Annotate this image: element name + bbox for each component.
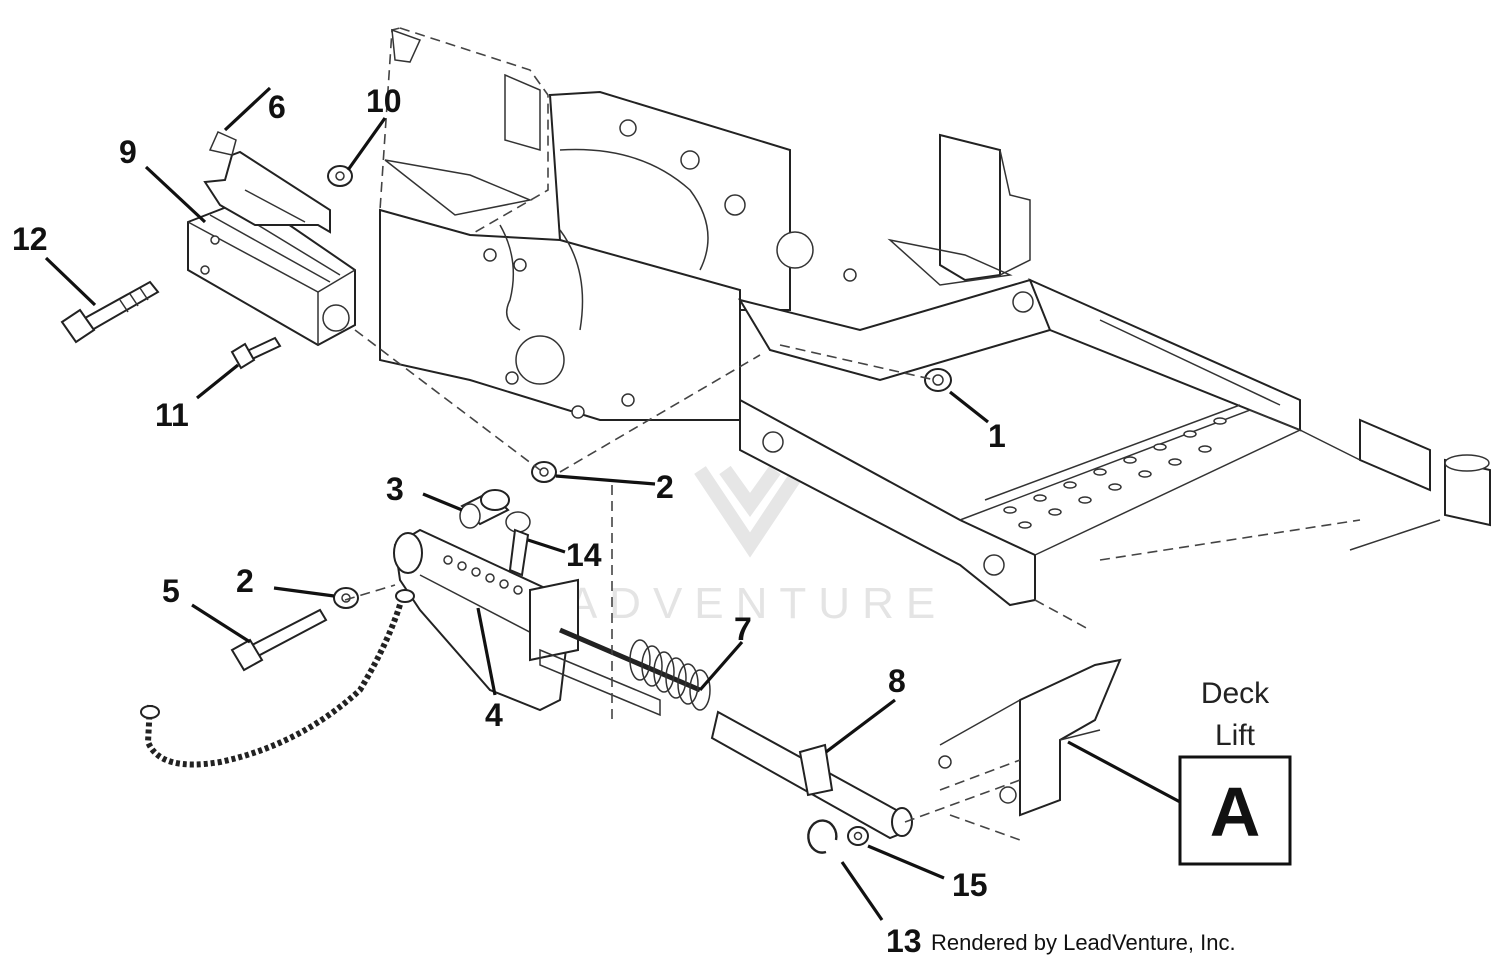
part-3-bushing — [459, 489, 510, 529]
tractor-frame — [379, 27, 1491, 631]
leadventure-logo-icon — [694, 465, 806, 558]
deck-lift-reference: Deck Lift A — [1178, 677, 1292, 866]
callout-2-lower: 2 — [236, 563, 254, 599]
callout-8: 8 — [888, 663, 906, 699]
part-4-lift-arm — [393, 528, 661, 717]
part-8-rod — [710, 710, 913, 840]
callout-2-upper: 2 — [656, 469, 674, 505]
reference-label-line1: Deck — [1201, 677, 1270, 710]
part-11-screw — [230, 336, 282, 370]
part-13-clip — [807, 819, 838, 854]
part-14-pin — [505, 511, 531, 577]
callout-7: 7 — [734, 611, 752, 647]
callout-10: 10 — [366, 83, 402, 119]
cross-member-holes — [1003, 417, 1227, 529]
part-10-nut — [327, 165, 353, 187]
ground-cable — [140, 589, 415, 768]
reference-box — [1178, 755, 1292, 866]
callouts: 1 2 3 4 5 6 7 8 9 10 11 12 13 14 15 2 — [12, 83, 1006, 959]
part-2-washer-lower — [333, 587, 359, 609]
callout-11: 11 — [155, 397, 189, 433]
part-1-nut — [924, 368, 952, 392]
reference-label-line2: Lift — [1215, 719, 1256, 752]
callout-12: 12 — [12, 221, 48, 257]
callout-3: 3 — [386, 471, 404, 507]
part-15-washer — [847, 826, 869, 846]
callout-13: 13 — [886, 923, 922, 959]
leader-lines — [44, 86, 1183, 921]
callout-9: 9 — [119, 134, 137, 170]
callout-1: 1 — [988, 418, 1006, 454]
deck-lift-bracket — [938, 658, 1122, 841]
part-2-washer-upper — [531, 461, 557, 483]
assembly-lines — [344, 329, 1021, 823]
part-6-latch — [203, 131, 331, 234]
credit-text: Rendered by LeadVenture, Inc. — [931, 930, 1236, 955]
callout-15: 15 — [952, 867, 988, 903]
callout-4: 4 — [485, 697, 503, 733]
part-7-spring — [559, 627, 711, 711]
part-12-bolt — [60, 280, 160, 344]
callout-5: 5 — [162, 573, 180, 609]
callout-6: 6 — [268, 89, 286, 125]
callout-14: 14 — [566, 537, 602, 573]
reference-letter: A — [1210, 773, 1261, 851]
part-5-bolt — [230, 608, 328, 672]
